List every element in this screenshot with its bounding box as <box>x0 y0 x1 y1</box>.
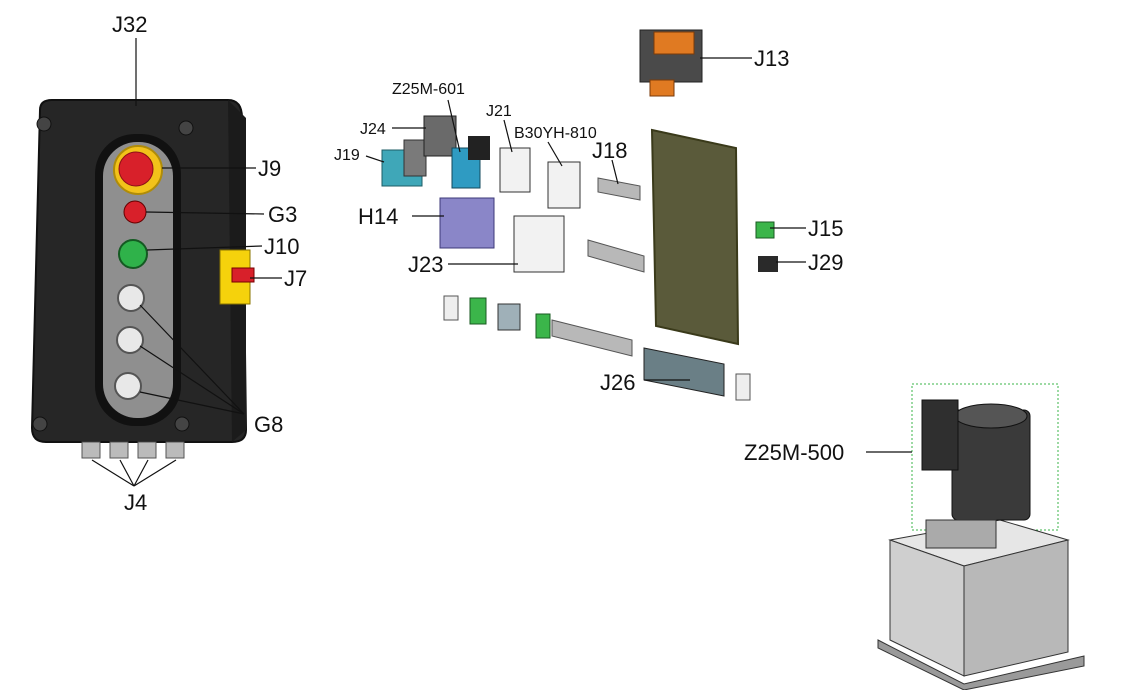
screw-icon <box>178 120 194 136</box>
label-j32: J32 <box>112 12 147 37</box>
label-j29: J29 <box>808 250 843 275</box>
label-b30yh-810: B30YH-810 <box>514 125 597 142</box>
green-start-button[interactable] <box>118 239 148 269</box>
control-box <box>30 99 255 459</box>
screw-icon <box>36 116 52 132</box>
screw-icon <box>174 416 190 432</box>
label-j21: J21 <box>486 103 512 120</box>
din-rail <box>551 319 633 357</box>
label-z25m-601: Z25M-601 <box>392 81 465 98</box>
end-clamp <box>443 295 459 321</box>
leader-lines <box>91 38 912 487</box>
label-j18: J18 <box>592 138 627 163</box>
end-clamp <box>735 373 751 401</box>
white-button-up[interactable] <box>117 284 145 312</box>
din-rail-j18 <box>597 177 641 201</box>
label-j10: J10 <box>264 234 299 259</box>
white-button-down[interactable] <box>116 326 144 354</box>
label-j4: J4 <box>124 490 147 515</box>
label-j26: J26 <box>600 370 635 395</box>
label-j9: J9 <box>258 156 281 181</box>
contactor-h14 <box>439 197 495 249</box>
white-button-lock[interactable] <box>114 372 142 400</box>
terminal-green <box>469 297 487 325</box>
terminal-green <box>535 313 551 339</box>
label-z25m-500: Z25M-500 <box>744 440 844 465</box>
label-j23: J23 <box>408 252 443 277</box>
terminal-grey <box>497 303 521 331</box>
terminal-block-j26 <box>643 347 725 397</box>
label-j7: J7 <box>284 266 307 291</box>
label-g8: G8 <box>254 412 283 437</box>
breaker-b30yh-810 <box>547 161 581 209</box>
exploded-parts <box>381 29 778 401</box>
label-g3: G3 <box>268 202 297 227</box>
terminal-j29 <box>758 256 778 272</box>
power-unit <box>877 383 1085 690</box>
breaker-j21 <box>499 147 531 193</box>
motor-junction-box <box>921 399 959 471</box>
valve-block <box>925 519 997 549</box>
label-j13: J13 <box>754 46 789 71</box>
mesh-backplate <box>650 128 740 346</box>
callout-labels: J32 J9 G3 J10 J7 G8 J4 Z25M-601 J24 J19 … <box>112 12 844 515</box>
red-pilot-lamp <box>123 200 147 224</box>
terminal-j15 <box>755 221 775 239</box>
cable-glands <box>81 441 185 459</box>
din-rail <box>587 239 645 273</box>
screw-icon <box>32 416 48 432</box>
label-j15: J15 <box>808 216 843 241</box>
label-j19: J19 <box>334 147 360 164</box>
socket-j24 <box>423 115 457 157</box>
breaker-j23 <box>513 215 565 273</box>
label-h14: H14 <box>358 204 398 229</box>
label-j24: J24 <box>360 121 386 138</box>
